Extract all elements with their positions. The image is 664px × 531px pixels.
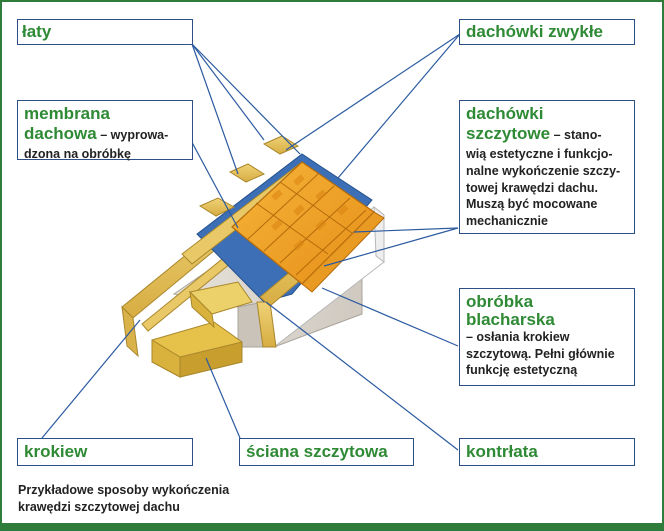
label-dachowki-szczytowe-title: dachówki [466, 104, 544, 123]
label-obrobka-desc-l1: – osłania krokiew [466, 329, 570, 344]
label-dachowki-szczytowe-desc-l1: wią estetyczne i funkcjo- [466, 146, 613, 161]
label-krokiew-title: krokiew [24, 442, 88, 461]
label-dachowki-szczytowe-desc-l3: towej krawędzi dachu. [466, 180, 598, 195]
label-membrana-desc1: – wyprowa- [96, 127, 169, 142]
label-kontrlata: kontrłata [459, 438, 635, 466]
label-dachowki-zwykle-title: dachówki zwykłe [466, 22, 603, 41]
label-sciana-title: ściana szczytowa [246, 442, 388, 461]
label-dachowki-szczytowe-desc-l5: mechanicznie [466, 214, 548, 229]
label-dachowki-szczytowe-desc-l2: nalne wykończenie szczy- [466, 163, 621, 178]
label-obrobka-desc-l2: szczytową. Pełni głównie [466, 346, 615, 361]
label-membrana-title: membrana [24, 104, 110, 123]
insulation-block [151, 281, 253, 378]
label-obrobka-title: obróbka [466, 292, 534, 311]
label-membrana-desc2: dzona na obróbkę [24, 146, 131, 161]
label-membrana-line2: dachowa – wyprowa- [24, 123, 192, 146]
caption-line1: Przykładowe sposoby wykończenia [18, 483, 230, 497]
label-sciana: ściana szczytowa [239, 438, 414, 466]
label-membrana: membrana dachowa – wyprowa- dzona na obr… [17, 100, 193, 161]
label-dachowki-szczytowe-desc-l4: Muszą być mocowane [466, 197, 598, 212]
label-dachowki-szczytowe-desc1: – stano- [550, 127, 602, 142]
label-dachowki-szczytowe-line2: szczytowe – stano- [466, 123, 634, 146]
label-laty: łaty [17, 19, 193, 45]
caption-line2: krawędzi szczytowej dachu [18, 499, 180, 514]
label-obrobka-desc-l3: funkcję estetyczną [466, 363, 578, 378]
label-krokiew: krokiew [17, 438, 193, 466]
footer-bar [2, 523, 662, 531]
label-obrobka-title2: blacharska [466, 309, 555, 329]
label-kontrlata-title: kontrłata [466, 442, 538, 461]
caption: Przykładowe sposoby wykończenia krawędzi… [18, 482, 278, 516]
label-obrobka: obróbka blacharska – osłania krokiew szc… [459, 288, 635, 386]
label-dachowki-szczytowe-title2: szczytowe [466, 123, 551, 143]
leader-lines [41, 33, 461, 451]
label-membrana-title2: dachowa [24, 123, 97, 143]
label-dachowki-szczytowe: dachówki szczytowe – stano- wią estetycz… [459, 100, 635, 234]
label-dachowki-zwykle: dachówki zwykłe [459, 19, 635, 45]
label-laty-title: łaty [22, 22, 52, 41]
